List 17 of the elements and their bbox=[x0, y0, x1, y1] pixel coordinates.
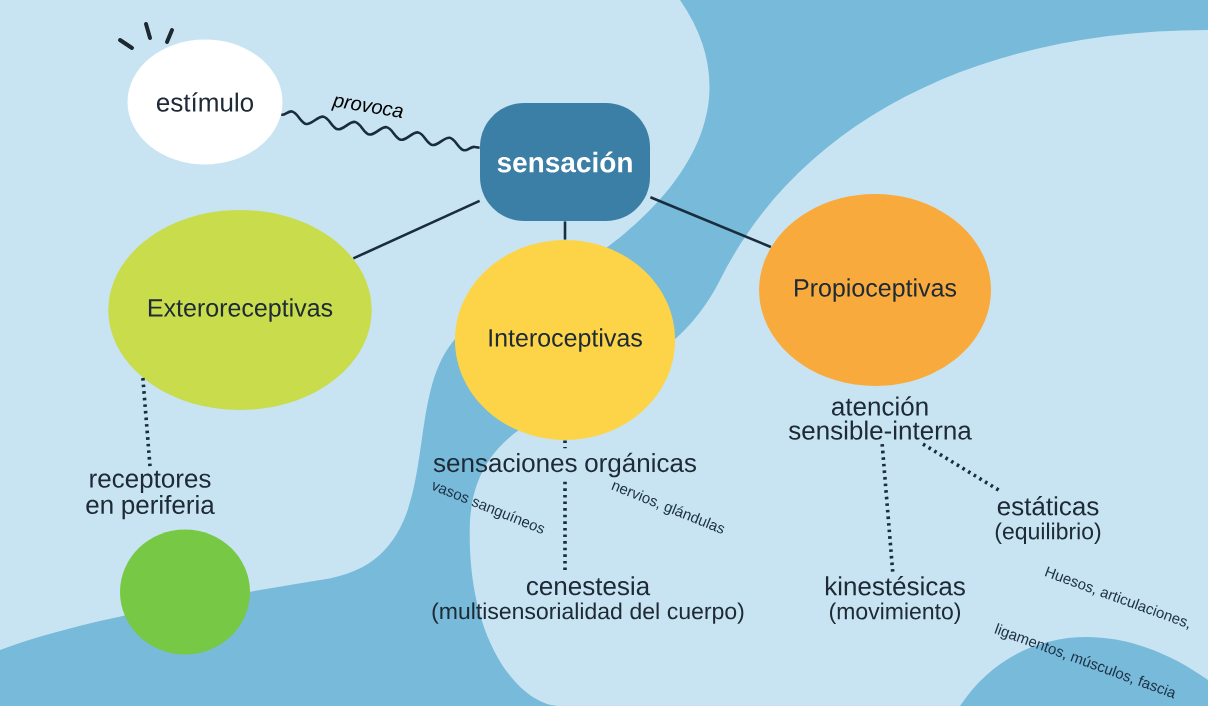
connector-line bbox=[563, 221, 567, 240]
node-text: kinestésicas (movimiento) bbox=[825, 576, 965, 624]
connector-line bbox=[649, 196, 772, 249]
dotted-connector bbox=[563, 481, 567, 572]
sensation-blob: sensación bbox=[480, 103, 650, 221]
periphery-circle bbox=[120, 529, 250, 655]
edge-label: provoca bbox=[329, 93, 407, 125]
dotted-connector bbox=[141, 377, 152, 467]
node-text: cenestesia (multisensorialidad del cuerpo) bbox=[432, 576, 744, 624]
node-text: receptores en periferia bbox=[86, 470, 215, 520]
connector-line bbox=[352, 199, 481, 260]
dotted-connector bbox=[563, 440, 567, 449]
wavy-connector bbox=[281, 110, 480, 152]
node-text: estáticas (equilibrio) bbox=[995, 496, 1101, 544]
dotted-connector bbox=[880, 443, 895, 572]
node-text: sensaciones orgánicas bbox=[433, 452, 696, 478]
node-text: atención sensible-interna bbox=[788, 396, 972, 440]
